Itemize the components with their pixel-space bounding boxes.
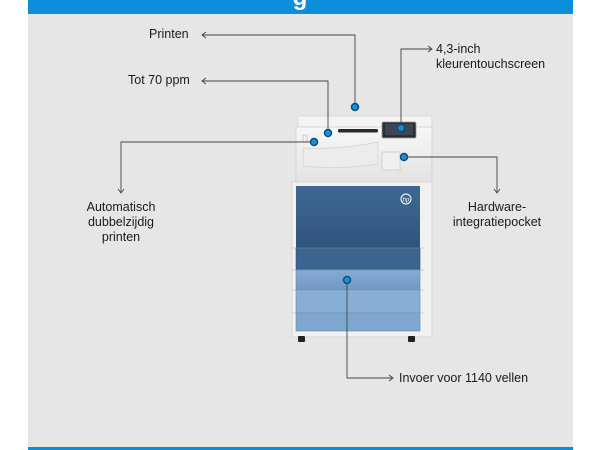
label-print: Printen — [149, 27, 189, 41]
callout-dots — [309, 102, 409, 285]
header-title: g — [28, 0, 573, 12]
caster-left — [298, 336, 305, 342]
label-pocket: Hardware- integratiepocket — [452, 200, 542, 229]
front-panel — [296, 186, 420, 248]
hardware-pocket — [381, 151, 401, 171]
label-input: Invoer voor 1140 vellen — [399, 371, 529, 385]
dot-pocket — [399, 152, 409, 162]
dot-input — [342, 275, 352, 285]
header-bar: g — [28, 0, 573, 14]
tray-4 — [295, 312, 421, 332]
leader-lines — [120, 34, 498, 379]
tray-2 — [295, 269, 421, 291]
output-slot — [338, 129, 378, 133]
footer-bar — [28, 447, 573, 450]
printer-illustration: hp — [291, 115, 433, 342]
label-duplex: Automatisch dubbelzijdig printen — [86, 200, 156, 244]
dot-print — [350, 102, 360, 112]
tray-3 — [295, 289, 421, 314]
tray-1 — [295, 247, 421, 271]
label-speed: Tot 70 ppm — [128, 73, 190, 87]
label-touchscreen: 4,3-inch kleurentouchscreen — [436, 42, 546, 71]
svg-text:hp: hp — [403, 198, 410, 204]
dot-duplex — [309, 137, 319, 147]
hp-logo-icon — [400, 193, 412, 205]
dot-touchscreen — [396, 123, 406, 133]
caster-right — [408, 336, 415, 342]
arrow-heads — [117, 31, 501, 382]
output-tray — [302, 141, 379, 168]
dot-speed — [323, 128, 333, 138]
